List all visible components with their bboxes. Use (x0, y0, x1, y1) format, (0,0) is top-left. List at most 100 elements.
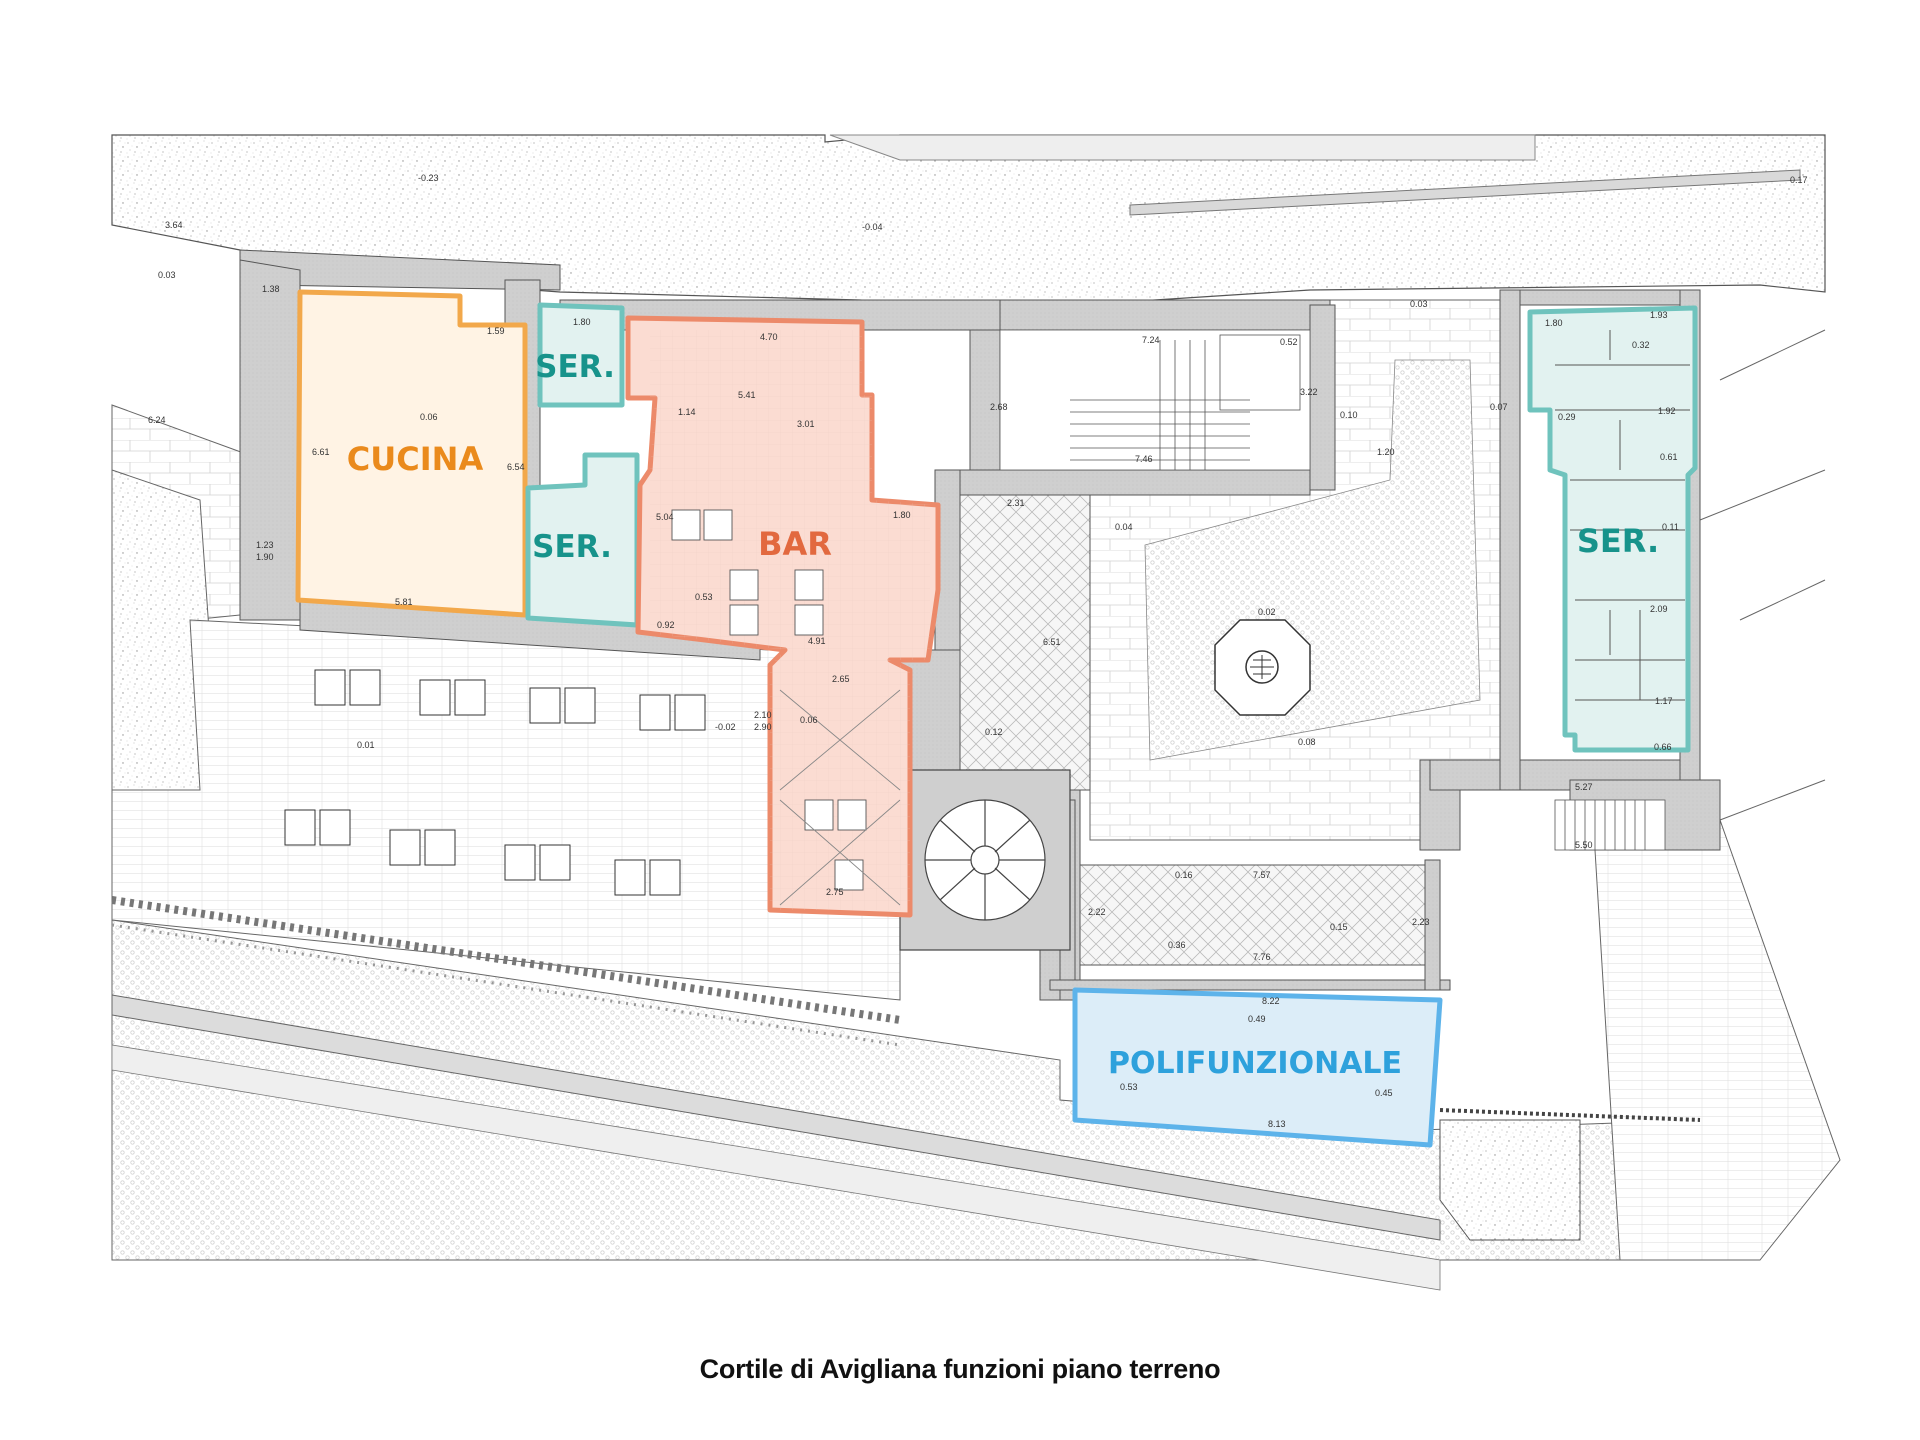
dim-label: 1.59 (487, 326, 505, 336)
right-edge-lines (1699, 329, 1826, 821)
dim-label: 2.23 (1412, 917, 1430, 927)
label-ser-bottom: SER. (532, 529, 612, 565)
dim-label: 0.45 (1375, 1088, 1393, 1098)
dim-label: 0.53 (1120, 1082, 1138, 1092)
bottom-road-curb-1 (111, 994, 1441, 1241)
dim-label: 0.11 (1662, 522, 1679, 532)
label-bar: BAR (758, 525, 832, 563)
dim-label: 0.12 (985, 727, 1003, 737)
dim-label: 2.65 (832, 674, 850, 684)
dim-label: 1.80 (573, 317, 591, 327)
dim-label: 3.64 (165, 220, 183, 230)
dim-label: 3.01 (797, 419, 815, 429)
dim-label: 1.20 (1377, 447, 1395, 457)
dim-label: 0.06 (800, 715, 818, 725)
dim-label: 3.22 (1300, 387, 1318, 397)
dim-label: 0.92 (657, 620, 675, 630)
dim-label: 0.52 (1280, 337, 1298, 347)
dim-label: 4.91 (808, 636, 826, 646)
dim-label: 2.75 (826, 887, 844, 897)
dim-label: 5.41 (738, 390, 756, 400)
zone-ser-bottom (525, 452, 640, 628)
dim-label: 4.70 (760, 332, 778, 342)
dehors-tables (284, 669, 706, 896)
dim-label: 8.22 (1262, 996, 1280, 1006)
road-band-second (1129, 169, 1801, 216)
label-cucina: CUCINA (347, 440, 484, 478)
right-slope (1594, 819, 1841, 1261)
dim-label: 5.04 (656, 512, 674, 522)
label-ser-right: SER. (1577, 522, 1659, 560)
dim-label: 2.90 (754, 722, 772, 732)
dim-label: 1.14 (678, 407, 696, 417)
dim-label: 8.13 (1268, 1119, 1286, 1129)
dim-label: 0.36 (1168, 940, 1186, 950)
bar-furniture (671, 509, 901, 906)
dim-label: 0.08 (1298, 737, 1316, 747)
dim-label: 1.38 (262, 284, 280, 294)
dim-label: 0.06 (420, 412, 438, 422)
zone-ser-top (537, 302, 625, 408)
dim-label: 0.61 (1660, 452, 1678, 462)
dim-label: 0.53 (695, 592, 713, 602)
spiral-stair (899, 769, 1071, 951)
dim-label: 0.49 (1248, 1014, 1266, 1024)
dim-label: 0.16 (1175, 870, 1193, 880)
label-polifunzionale: POLIFUNZIONALE (1108, 1046, 1402, 1081)
portico-left-herringbone (944, 489, 1091, 791)
dim-label: 2.10 (754, 710, 772, 720)
dim-label: 1.93 (1650, 310, 1668, 320)
road-band-top (829, 134, 1536, 161)
zone-ser-right (1527, 305, 1698, 753)
hedge-line-2 (111, 923, 901, 1047)
dim-label: 2.31 (1007, 498, 1025, 508)
dim-label: 0.15 (1330, 922, 1348, 932)
label-ser-top: SER. (535, 349, 615, 385)
dim-label: 7.46 (1135, 454, 1153, 464)
dim-label: 0.10 (1340, 410, 1358, 420)
dim-label: 6.61 (312, 447, 330, 457)
dim-label: 1.92 (1658, 406, 1676, 416)
dim-label: -0.02 (715, 722, 736, 732)
dim-label: 6.51 (1043, 637, 1061, 647)
dim-label: 0.03 (1410, 299, 1428, 309)
well (1214, 619, 1311, 716)
dim-label: 0.66 (1654, 742, 1672, 752)
dim-label: 0.01 (357, 740, 375, 750)
dim-label: 0.17 (1790, 175, 1808, 185)
dim-label: 0.02 (1258, 607, 1276, 617)
dim-label: 1.90 (256, 552, 274, 562)
dim-label: 2.22 (1088, 907, 1106, 917)
dim-label: 0.32 (1632, 340, 1650, 350)
right-rail (1439, 1108, 1701, 1122)
dim-label: 6.24 (148, 415, 166, 425)
portico-bottom-herringbone (1079, 864, 1426, 966)
dim-label: 2.68 (990, 402, 1008, 412)
right-garden (1439, 1119, 1581, 1241)
dim-label: 5.50 (1575, 840, 1593, 850)
dim-label: 1.23 (256, 540, 274, 550)
dim-label: 6.54 (507, 462, 525, 472)
dimension-labels: 3.64 0.03 1.38 6.24 1.59 0.06 6.61 6.54 … (148, 173, 1808, 1129)
dim-label: 5.81 (395, 597, 413, 607)
dim-label: 1.17 (1655, 696, 1673, 706)
dim-label: 0.07 (1490, 402, 1508, 412)
dim-label: -0.04 (862, 222, 883, 232)
hedge-line (111, 896, 901, 1024)
bottom-road-curb-2 (111, 1044, 1441, 1291)
right-stair (1554, 799, 1666, 851)
dim-label: 5.27 (1575, 782, 1593, 792)
staircase (999, 329, 1311, 471)
dim-label: 2.09 (1650, 604, 1668, 614)
dim-label: -0.23 (418, 173, 439, 183)
dim-label: 1.80 (1545, 318, 1563, 328)
dim-label: 7.24 (1142, 335, 1160, 345)
zone-cucina (295, 289, 528, 618)
dim-label: 0.04 (1115, 522, 1133, 532)
dim-label: 7.57 (1253, 870, 1271, 880)
dim-label: 1.80 (893, 510, 911, 520)
dim-label: 7.76 (1253, 952, 1271, 962)
dim-label: 0.03 (158, 270, 176, 280)
dim-label: 0.29 (1558, 412, 1576, 422)
